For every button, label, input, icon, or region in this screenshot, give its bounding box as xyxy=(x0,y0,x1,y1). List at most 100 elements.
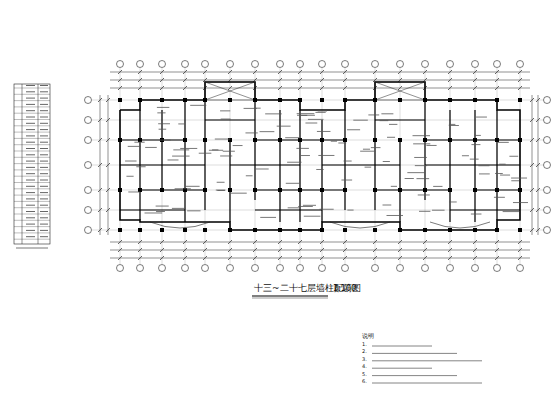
plan-line xyxy=(212,149,218,150)
plan-line xyxy=(14,138,50,139)
axis-bubble xyxy=(252,265,259,272)
plan-line xyxy=(372,368,432,369)
plan-line xyxy=(413,143,430,144)
wall-column xyxy=(373,98,377,102)
axis-bubble xyxy=(342,265,349,272)
plan-line xyxy=(40,104,48,105)
note-number: 4. xyxy=(362,364,367,370)
axis-bubble xyxy=(494,61,501,68)
plan-line xyxy=(92,120,545,121)
plan-line xyxy=(425,164,520,165)
plan-line xyxy=(407,172,425,173)
plan-line xyxy=(433,186,442,187)
plan-line xyxy=(245,132,257,133)
plan-line xyxy=(296,148,308,149)
wall-column xyxy=(448,98,452,102)
axis-bubble xyxy=(342,61,349,68)
axis-bubble xyxy=(544,137,551,144)
wall-column xyxy=(278,188,282,192)
plan-line xyxy=(303,205,316,206)
plan-line xyxy=(399,140,400,222)
wall-column xyxy=(343,138,347,142)
wall-column xyxy=(495,188,499,192)
plan-line xyxy=(305,123,317,124)
plan-line xyxy=(426,145,436,146)
plan-line xyxy=(14,94,50,95)
plan-line xyxy=(14,100,50,101)
plan-line xyxy=(229,140,230,222)
plan-line xyxy=(471,214,482,215)
plan-line xyxy=(145,212,163,213)
plan-line xyxy=(26,148,35,149)
plan-line xyxy=(450,68,451,264)
plan-line xyxy=(298,206,313,207)
wall-column xyxy=(448,188,452,192)
plan-line xyxy=(288,207,301,208)
axis-bubble xyxy=(202,265,209,272)
plan-line xyxy=(14,157,50,158)
plan-line xyxy=(322,68,323,264)
plan-line xyxy=(297,113,315,114)
plan-line xyxy=(299,110,300,222)
elevation-table xyxy=(14,84,50,244)
scale-label: 1:100 xyxy=(333,285,356,294)
plan-line xyxy=(26,205,35,206)
plan-line xyxy=(92,190,545,191)
plan-line xyxy=(255,209,322,210)
wall-column xyxy=(423,188,427,192)
plan-line xyxy=(391,186,397,187)
wall-column xyxy=(373,138,377,142)
plan-line xyxy=(140,68,141,264)
plan-line xyxy=(159,129,167,130)
wall-column xyxy=(183,228,187,232)
plan-line xyxy=(277,126,291,127)
plan-line xyxy=(14,239,50,240)
balcony-edge xyxy=(150,222,210,228)
plan-line xyxy=(14,132,50,133)
note-number: 3. xyxy=(362,357,367,363)
plan-line xyxy=(478,165,489,166)
axis-bubble xyxy=(182,265,189,272)
plan-line xyxy=(40,217,48,218)
plan-line xyxy=(40,224,48,225)
plan-line xyxy=(26,154,35,155)
plan-line xyxy=(495,173,503,174)
plan-line xyxy=(136,166,145,167)
plan-line xyxy=(503,211,519,212)
axis-bubble xyxy=(297,61,304,68)
plan-line xyxy=(199,153,212,154)
plan-line xyxy=(14,176,50,177)
plan-line xyxy=(279,110,280,222)
plan-line xyxy=(344,161,352,162)
plan-line xyxy=(497,68,498,264)
axis-bubble xyxy=(137,265,144,272)
wall-column xyxy=(398,188,402,192)
wall-column xyxy=(203,138,207,142)
plan-line xyxy=(184,100,185,222)
plan-line xyxy=(375,82,425,100)
axis-bubble xyxy=(472,61,479,68)
plan-line xyxy=(360,151,375,152)
plan-line xyxy=(157,112,165,113)
plan-line xyxy=(40,230,48,231)
plan-line xyxy=(128,146,141,147)
plan-line xyxy=(389,124,397,125)
plan-line xyxy=(14,106,50,107)
axis-bubble xyxy=(252,61,259,68)
plan-line xyxy=(511,178,527,179)
plan-line xyxy=(479,173,490,174)
wall-column xyxy=(343,228,347,232)
plan-line xyxy=(286,183,300,184)
plan-line xyxy=(344,110,345,210)
wall-column xyxy=(518,188,522,192)
plan-line xyxy=(40,91,48,92)
wall-column xyxy=(448,138,452,142)
plan-line xyxy=(322,164,400,165)
wall-column xyxy=(398,138,402,142)
axis-bubble xyxy=(277,61,284,68)
stair-core xyxy=(375,82,425,100)
plan-line xyxy=(26,167,35,168)
wall-column xyxy=(423,228,427,232)
plan-line xyxy=(230,193,246,194)
plan-line xyxy=(216,190,226,191)
